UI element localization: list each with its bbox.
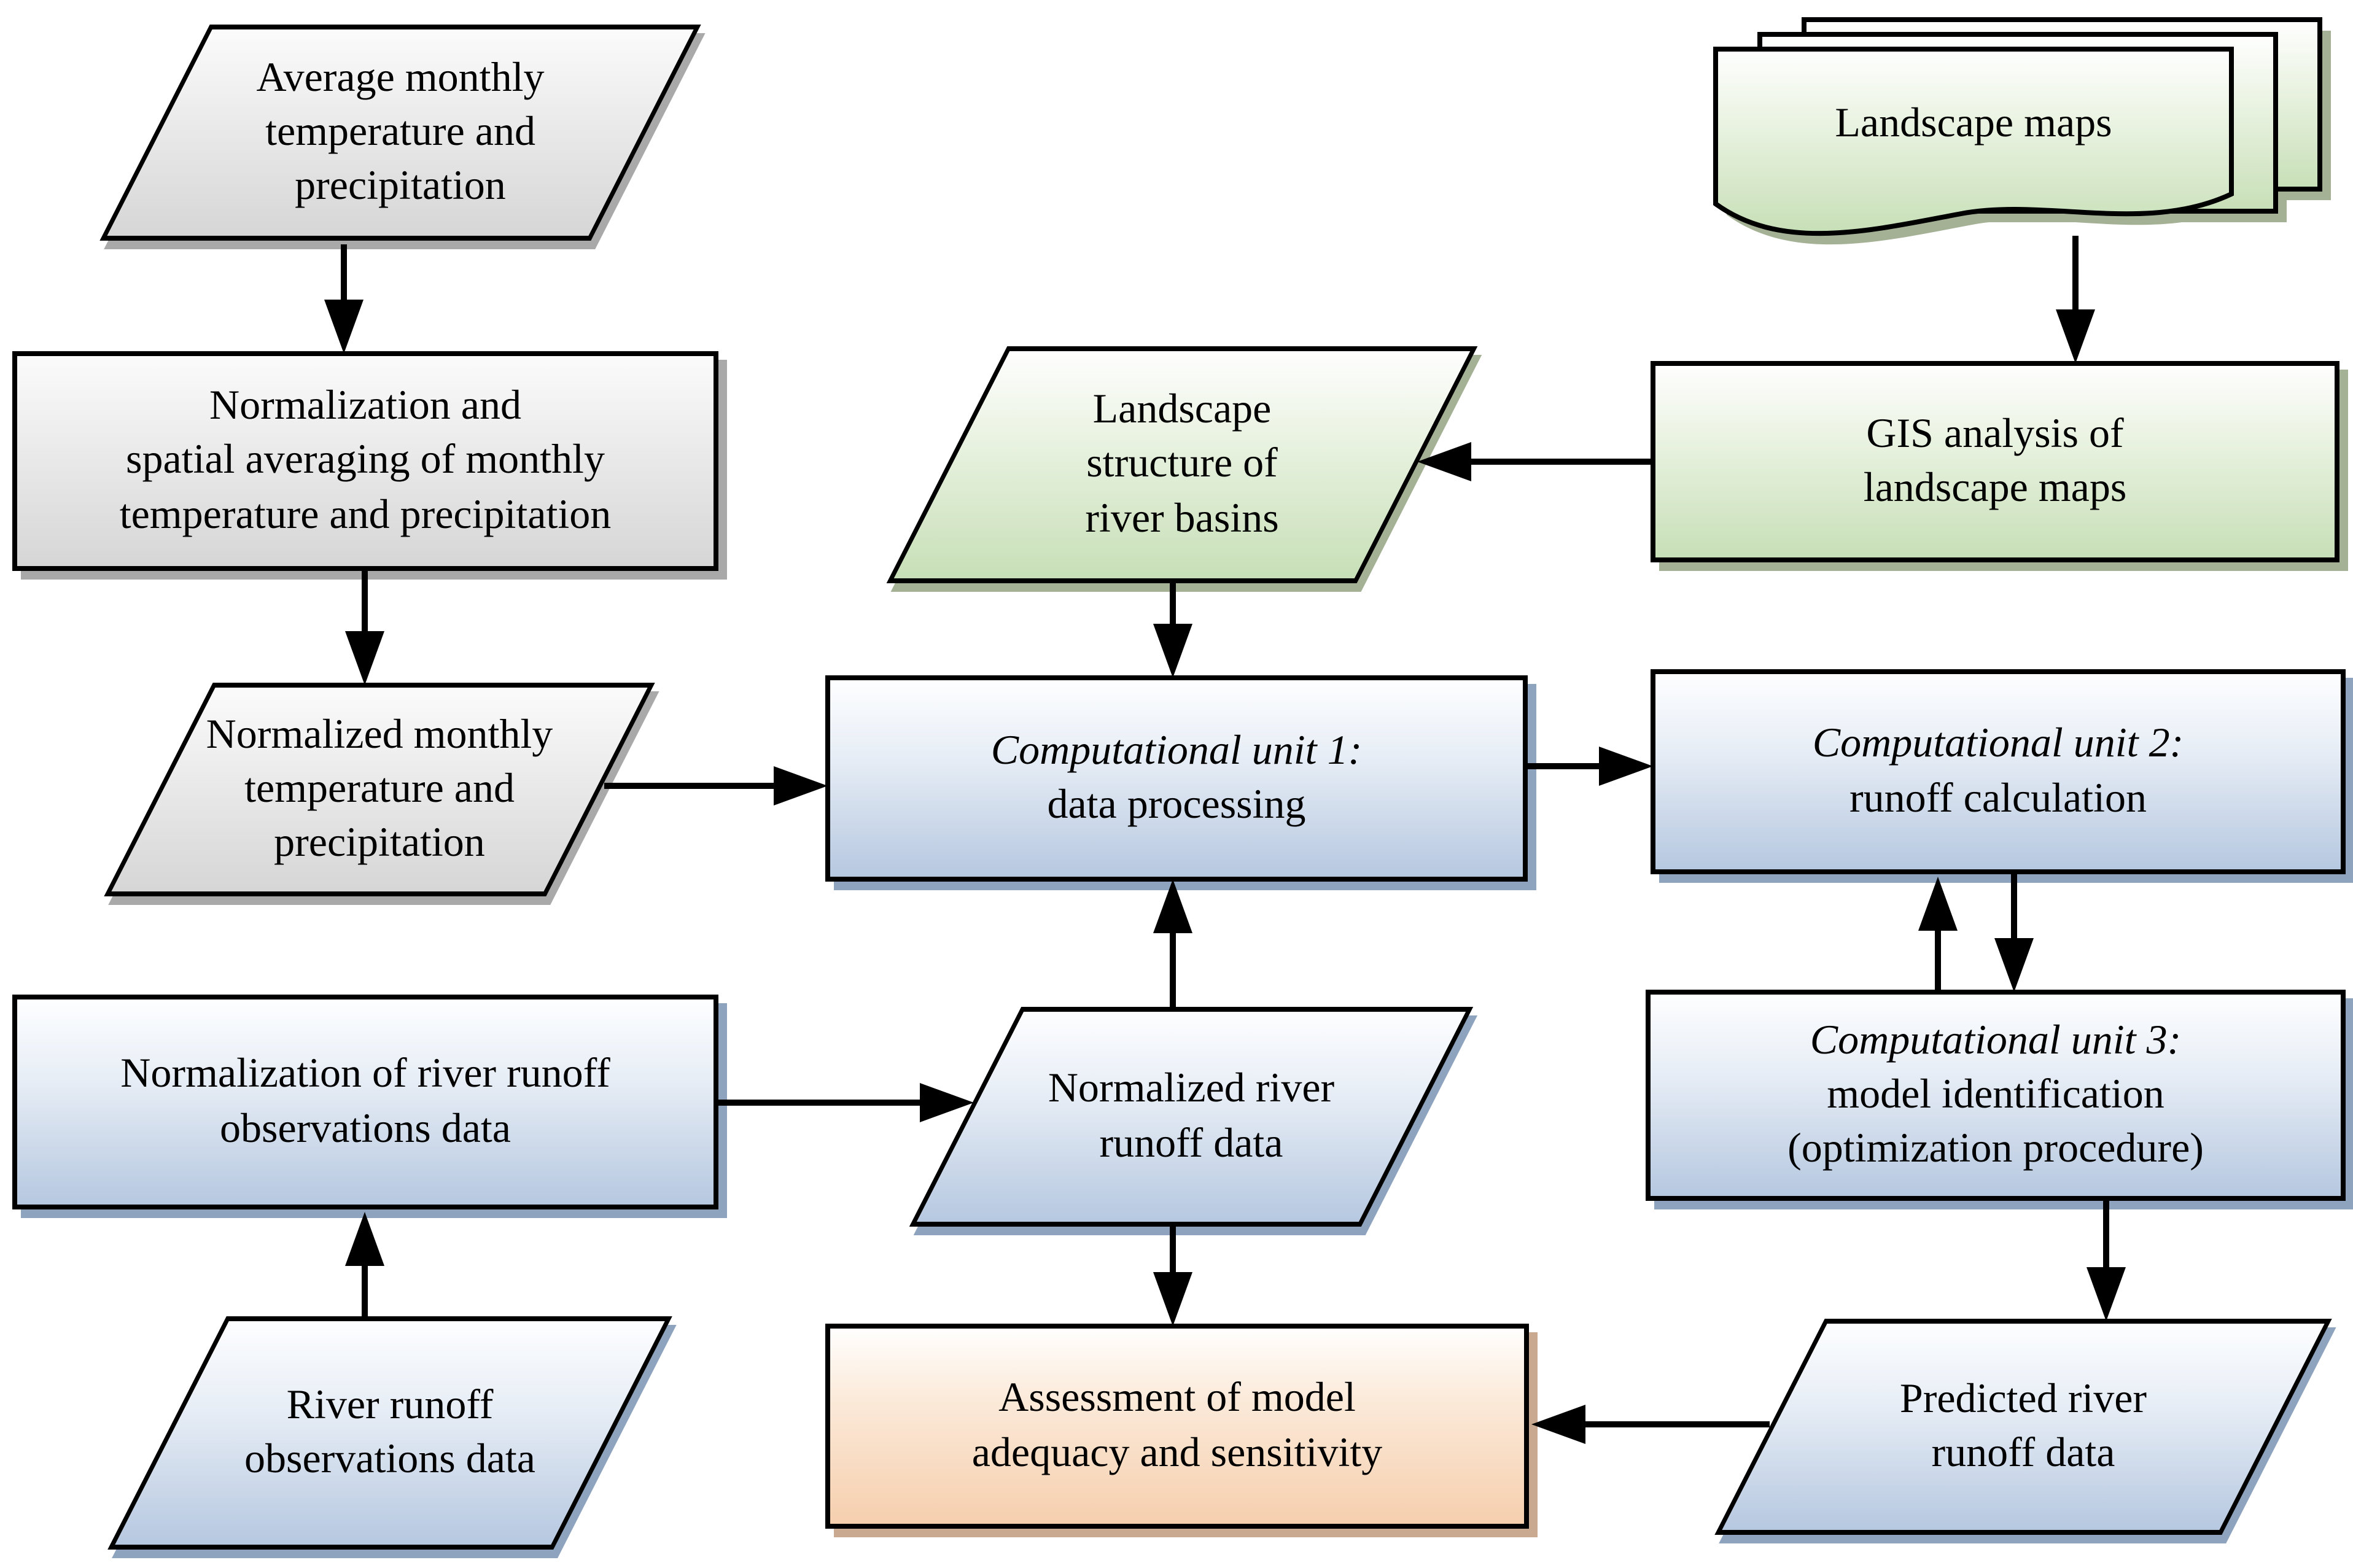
node-label: Normalization of river runoff observatio… xyxy=(17,999,714,1205)
text-line: Landscape xyxy=(1092,387,1272,433)
text-line: precipitation xyxy=(274,820,485,866)
arrow-normalized-runoff-to-assessment xyxy=(1153,1224,1192,1326)
node-label: Assessment of model adequacy and sensiti… xyxy=(830,1329,1524,1524)
arrow-avg-monthly-to-normalization xyxy=(324,244,364,354)
text-line: runoff data xyxy=(1931,1430,2115,1476)
node-label: Normalization and spatial averaging of m… xyxy=(17,356,714,566)
node-landscape-structure-river-basins: Landscape structure of river basins xyxy=(886,346,1478,583)
text-line: river basins xyxy=(1085,495,1279,541)
arrow-unit3-to-predicted xyxy=(2087,1201,2126,1321)
node-label: Normalized river runoff data xyxy=(909,1007,1474,1227)
text-line: structure of xyxy=(1086,441,1278,487)
text-line: precipitation xyxy=(295,163,506,209)
node-landscape-maps: Landscape maps xyxy=(1713,17,2346,258)
text-line: Average monthly xyxy=(256,55,545,101)
text-line: Normalization and xyxy=(209,383,521,429)
arrow-normalized-runoff-to-unit1 xyxy=(1153,879,1192,1009)
node-label: Predicted river runoff data xyxy=(1713,1319,2333,1535)
arrow-normalization-to-normalized-monthly xyxy=(345,571,384,685)
node-label: Landscape structure of river basins xyxy=(890,346,1474,583)
node-computational-unit-1: Computational unit 1: data processing xyxy=(825,675,1528,882)
node-river-runoff-observations-data: River runoff observations data xyxy=(107,1316,672,1550)
arrow-unit3-to-unit2 xyxy=(1918,877,1958,990)
text-line: River runoff xyxy=(286,1382,494,1428)
node-computational-unit-3: Computational unit 3: model identificati… xyxy=(1646,990,2346,1201)
text-line: adequacy and sensitivity xyxy=(971,1430,1383,1475)
arrow-landscape-structure-to-unit1 xyxy=(1153,581,1192,678)
node-assessment-model-adequacy: Assessment of model adequacy and sensiti… xyxy=(825,1324,1529,1529)
arrow-unit1-to-unit2 xyxy=(1528,747,1653,786)
node-normalized-monthly-temperature-precipitation: Normalized monthly temperature and preci… xyxy=(102,683,657,896)
text-line: spatial averaging of monthly xyxy=(126,437,605,483)
text-line: Landscape maps xyxy=(1835,100,2112,146)
text-line: Normalized river xyxy=(1048,1066,1335,1112)
document-stack-shape xyxy=(1713,17,2331,245)
node-label: Computational unit 3: model identificati… xyxy=(1651,995,2341,1196)
node-label: Computational unit 2: runoff calculation xyxy=(1655,674,2341,869)
text-line: temperature and xyxy=(244,766,515,812)
text-line: Normalization of river runoff xyxy=(120,1051,610,1097)
text-line: data processing xyxy=(1047,782,1306,828)
arrow-river-obs-to-normalization-obs xyxy=(345,1212,384,1316)
node-label: Normalized monthly temperature and preci… xyxy=(102,683,657,896)
text-line-italic: Computational unit 2: xyxy=(1812,721,2184,767)
front-document xyxy=(1713,47,2234,236)
node-predicted-river-runoff-data: Predicted river runoff data xyxy=(1713,1319,2333,1535)
node-label: River runoff observations data xyxy=(111,1316,669,1550)
node-computational-unit-2: Computational unit 2: runoff calculation xyxy=(1651,669,2346,874)
arrow-unit2-to-unit3 xyxy=(1994,874,2034,992)
text-line-italic: Computational unit 3: xyxy=(1810,1017,2182,1063)
text-line: Predicted river xyxy=(1899,1376,2147,1422)
text-line: Assessment of model xyxy=(998,1375,1356,1421)
text-line: runoff data xyxy=(1099,1120,1283,1166)
node-label: GIS analysis of landscape maps xyxy=(1655,366,2335,557)
text-line: observations data xyxy=(220,1106,511,1151)
text-line: runoff calculation xyxy=(1849,775,2147,821)
node-gis-analysis: GIS analysis of landscape maps xyxy=(1651,361,2339,562)
text-line: GIS analysis of xyxy=(1866,411,2124,457)
text-line: model identification xyxy=(1827,1071,2164,1117)
text-line: temperature and precipitation xyxy=(119,492,612,538)
text-line: observations data xyxy=(244,1437,535,1482)
text-line: temperature and xyxy=(265,109,535,155)
node-normalization-river-runoff-observations: Normalization of river runoff observatio… xyxy=(12,995,718,1209)
node-normalized-river-runoff-data: Normalized river runoff data xyxy=(909,1007,1474,1227)
text-line: (optimization procedure) xyxy=(1787,1126,2204,1172)
text-line: Normalized monthly xyxy=(206,712,553,758)
node-normalization-spatial-averaging: Normalization and spatial averaging of m… xyxy=(12,351,718,571)
node-average-monthly-temperature-precipitation: Average monthly temperature and precipit… xyxy=(98,25,702,241)
node-label: Computational unit 1: data processing xyxy=(830,680,1523,877)
text-line-italic: Computational unit 1: xyxy=(990,728,1363,774)
node-label: Landscape maps xyxy=(1716,49,2231,199)
text-line: landscape maps xyxy=(1863,465,2127,511)
node-label: Average monthly temperature and precipit… xyxy=(98,25,702,241)
